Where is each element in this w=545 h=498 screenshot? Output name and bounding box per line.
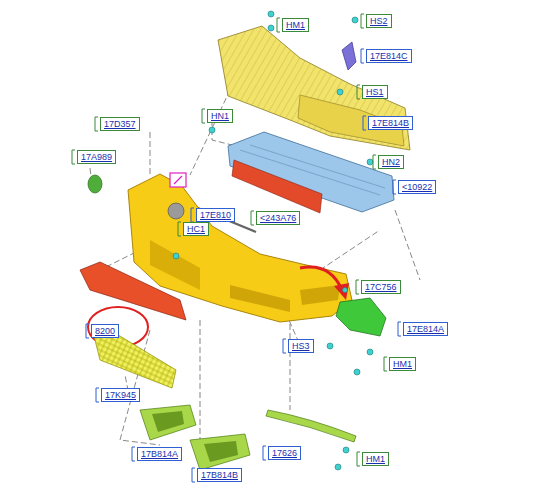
side-bracket	[336, 298, 386, 336]
callout-box: 17E814A	[403, 322, 448, 336]
callout-bracket	[283, 339, 286, 353]
callout-box: 17E814C	[366, 49, 412, 63]
callout-number: 17D357	[104, 118, 136, 130]
callout-bracket	[363, 116, 366, 130]
callout-bracket	[361, 49, 364, 63]
callout-box: 17A989	[77, 150, 116, 164]
callout-bracket	[263, 446, 266, 460]
callout-number: 17E814A	[407, 323, 444, 335]
callout-box: 17E810	[196, 208, 235, 222]
callout-bracket	[277, 18, 280, 32]
callout-number: HM1	[366, 453, 385, 465]
callout-number: HS1	[366, 86, 384, 98]
emblem	[168, 203, 184, 219]
callout-bracket	[251, 211, 254, 225]
callout-number: 8200	[95, 325, 115, 337]
callout-bracket	[398, 322, 401, 336]
callout-box: HS2	[366, 14, 392, 28]
callout-number: 17C756	[365, 281, 397, 293]
tow-eye-cover	[88, 175, 102, 193]
callout-bracket	[357, 85, 360, 99]
callout-number: HC1	[187, 223, 205, 235]
callout-number: 17626	[272, 447, 297, 459]
callout-bracket	[393, 180, 396, 194]
callout-number: 17E814B	[372, 117, 409, 129]
callout-box: <243A76	[256, 211, 300, 225]
energy-absorber	[218, 26, 410, 150]
callout-number: 17B814B	[201, 469, 238, 481]
callout-number: 17K945	[105, 389, 136, 401]
callout-bracket	[132, 447, 135, 461]
reinforcement-beam	[228, 132, 394, 212]
lower-grille	[94, 330, 176, 388]
callout-box: HM1	[282, 18, 309, 32]
callout-bracket	[356, 280, 359, 294]
callout-number: HM1	[393, 358, 412, 370]
callout-bracket	[96, 388, 99, 402]
callout-number: <10922	[402, 181, 432, 193]
callout-box: 17626	[268, 446, 301, 460]
fastener-clips	[173, 11, 373, 470]
callout-number: HS3	[292, 340, 310, 352]
callout-box: 8200	[91, 324, 119, 338]
callout-bracket	[95, 117, 98, 131]
callout-box: HM1	[389, 357, 416, 371]
callout-bracket	[178, 222, 181, 236]
bracket	[342, 42, 356, 70]
callout-box: HC1	[183, 222, 209, 236]
callout-number: 17A989	[81, 151, 112, 163]
callout-bracket	[202, 109, 205, 123]
callout-box: HM1	[362, 452, 389, 466]
callout-box: 17B814A	[137, 447, 182, 461]
callout-box: 17K945	[101, 388, 140, 402]
callout-bracket	[72, 150, 75, 164]
leader-lines	[90, 90, 420, 460]
callout-box: HN1	[207, 109, 233, 123]
callout-bracket	[357, 452, 360, 466]
callout-bracket	[192, 468, 195, 482]
callout-box: 17E814B	[368, 116, 413, 130]
callout-bracket	[373, 155, 376, 169]
callout-box: <10922	[398, 180, 436, 194]
fog-lamp-bezel	[190, 434, 250, 470]
fog-lamp-bezel	[140, 405, 196, 440]
callout-bracket	[361, 14, 364, 28]
callout-bracket	[191, 208, 194, 222]
callout-box: HS1	[362, 85, 388, 99]
callout-number: <243A76	[260, 212, 296, 224]
callout-box: HS3	[288, 339, 314, 353]
callout-box: 17D357	[100, 117, 140, 131]
callout-number: HM1	[286, 19, 305, 31]
seal-strip	[232, 160, 322, 213]
callout-number: 17E814C	[370, 50, 408, 62]
callout-number: HN2	[382, 156, 400, 168]
lower-strip	[266, 410, 356, 442]
callout-box: 17C756	[361, 280, 401, 294]
callout-number: HS2	[370, 15, 388, 27]
callout-box: 17B814B	[197, 468, 242, 482]
callout-number: 17E810	[200, 209, 231, 221]
callout-number: HN1	[211, 110, 229, 122]
callout-bracket	[384, 357, 387, 371]
callout-number: 17B814A	[141, 448, 178, 460]
callout-box: HN2	[378, 155, 404, 169]
callout-bracket	[86, 324, 89, 338]
note-icon	[170, 173, 186, 187]
grille	[80, 262, 186, 320]
